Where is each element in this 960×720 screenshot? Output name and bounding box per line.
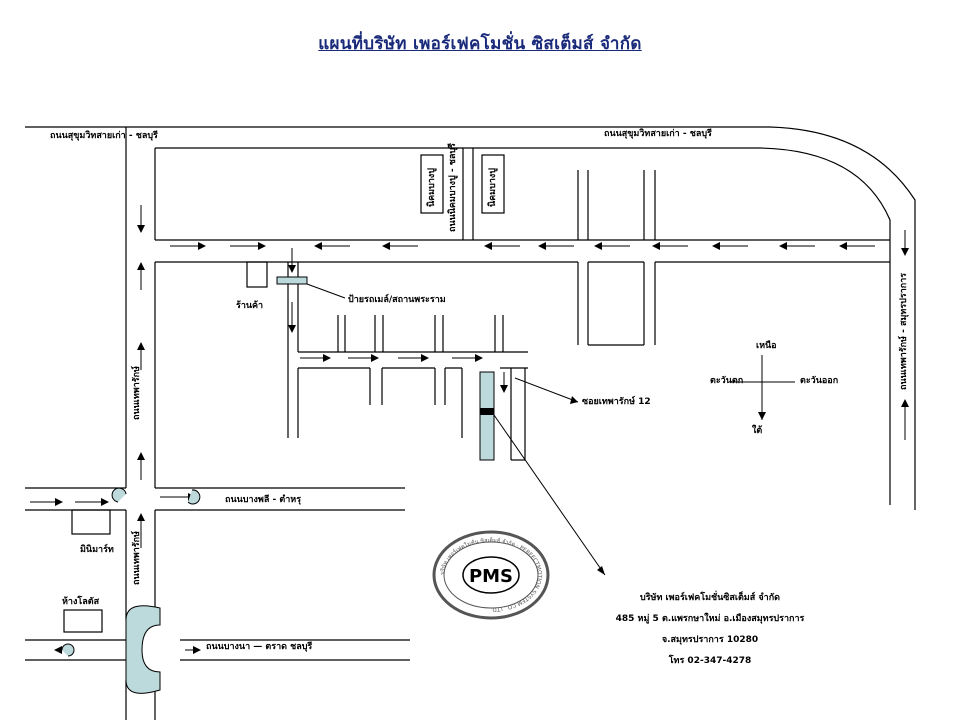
pointer-lines: [306, 283, 606, 576]
road-label-left-vertical-bottom: ถนนเทพารักษ์: [132, 531, 142, 585]
map-title: แผนที่บริษัท เพอร์เฟคโมชั่น ซิสเต็มส์ จำ…: [318, 34, 642, 54]
compass-north: เหนือ: [756, 341, 777, 351]
u-turn-icons: [61, 487, 201, 657]
company-address-1: 485 หมู่ 5 ต.แพรกษาใหม่ อ.เมืองสมุทรปราก…: [615, 614, 805, 624]
road-lines: [25, 126, 916, 720]
road-label-right-vertical: ถนนเทพารักษ์ - สมุทรปราการ: [899, 272, 909, 390]
company-name: บริษัท เพอร์เฟคโมชั่นซิสเต็มส์ จำกัด: [640, 593, 780, 603]
compass-west: ตะวันตก: [710, 376, 744, 386]
road-label-bangna: ถนนบางนา — ตราด ชลบุรี: [206, 642, 313, 652]
compass: [730, 355, 795, 420]
company-address-2: จ.สมุทรปราการ 10280: [661, 635, 759, 645]
company-info: บริษัท เพอร์เฟคโมชั่นซิสเต็มส์ จำกัด 485…: [575, 588, 845, 672]
pointer-heads: [570, 396, 605, 575]
compass-east: ตะวันออก: [800, 376, 839, 386]
landmark-bus-stop: ป้ายรถเมล์/สถานพระราม: [348, 295, 446, 305]
road-label-top-left: ถนนสุขุมวิทสายเก่า - ชลบุรี: [50, 131, 158, 141]
landmark-shop: ร้านค้า: [236, 301, 264, 311]
compass-south: ใต้: [752, 426, 763, 436]
road-label-left-vertical-top: ถนนเทพารักษ์: [132, 366, 142, 420]
landmark-mart: มินิมาร์ท: [80, 545, 114, 555]
road-label-bangbo: ถนนบางพลี - ตำหรุ: [225, 495, 302, 505]
pms-logo-icon: PMS บริษัท เพอร์เฟคโมชั่น ซิสเต็มส์ จำกั…: [432, 530, 550, 620]
company-phone: โทร 02-347-4278: [668, 656, 752, 666]
landmark-plaza: ห้างโลตัส: [62, 597, 100, 607]
pms-logo-text: PMS: [469, 566, 513, 587]
highlight-shapes: [125, 276, 495, 694]
traffic-arrows: [30, 205, 909, 654]
pms-logo: PMS บริษัท เพอร์เฟคโมชั่น ซิสเต็มส์ จำกั…: [432, 530, 550, 620]
road-label-top-right: ถนนสุขุมวิทสายเก่า - ชลบุรี: [604, 129, 712, 139]
road-label-bangpu-3: นิคมบางปู: [488, 168, 498, 207]
landmark-soi: ซอยเทพารักษ์ 12: [582, 397, 651, 407]
road-label-bangpu-2: ถนนนิคมบางปู - ชลบุรี: [448, 143, 458, 232]
road-label-bangpu-1: นิคมบางปู: [427, 168, 437, 207]
compass-arrow-icon: [758, 412, 766, 420]
